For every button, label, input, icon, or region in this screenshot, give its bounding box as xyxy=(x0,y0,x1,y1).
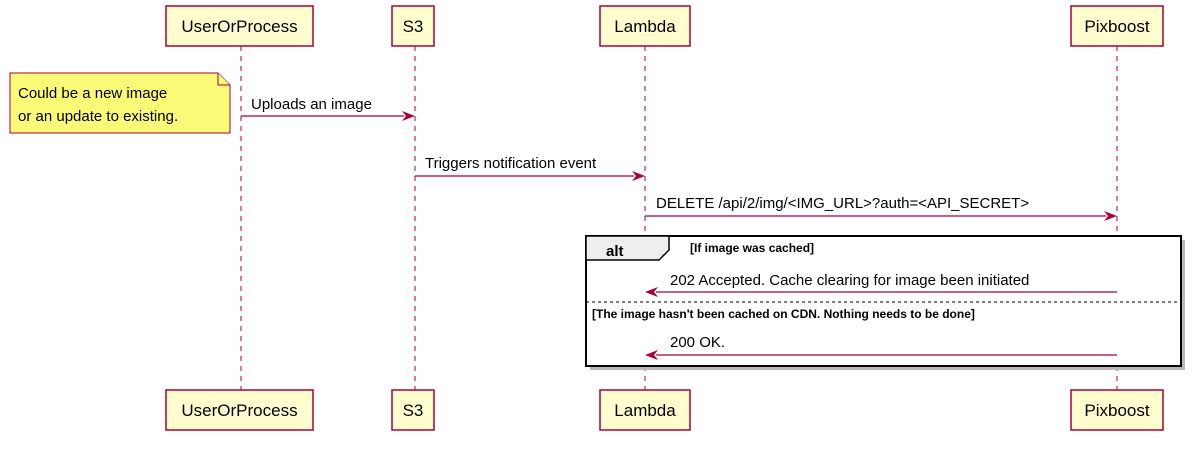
alt-guard-not-cached: [The image hasn't been cached on CDN. No… xyxy=(592,307,975,321)
participant-pixboost-top xyxy=(1070,5,1164,47)
note-line-2: or an update to existing. xyxy=(18,108,178,125)
participant-user-top-label: UserOrProcess xyxy=(181,17,297,36)
participant-user-bottom-label: UserOrProcess xyxy=(181,401,297,420)
participant-s3-bottom-label: S3 xyxy=(403,401,424,420)
message-202-arrowhead xyxy=(645,287,658,297)
alt-keyword: alt xyxy=(606,243,624,260)
participant-lambda-bottom xyxy=(599,389,691,431)
alt-frame-tab xyxy=(585,235,670,261)
alt-frame xyxy=(585,235,1182,367)
message-trigger-arrowhead xyxy=(632,171,645,181)
participant-user-top xyxy=(165,5,314,47)
participant-s3-top-label: S3 xyxy=(403,17,424,36)
participant-s3-top xyxy=(391,5,435,47)
participant-user-bottom xyxy=(165,389,314,431)
message-upload-label: Uploads an image xyxy=(251,96,372,113)
alt-frame-background xyxy=(586,236,1181,366)
note xyxy=(9,72,231,134)
note-fold xyxy=(217,73,230,86)
note-line-1: Could be a new image xyxy=(18,85,167,102)
message-200-arrowhead xyxy=(645,350,658,360)
message-delete-label: DELETE /api/2/img/<IMG_URL>?auth=<API_SE… xyxy=(656,195,1029,212)
participant-s3-bottom xyxy=(391,389,435,431)
participant-pixboost-bottom xyxy=(1070,389,1164,431)
message-upload-arrowhead xyxy=(402,111,415,121)
message-202-label: 202 Accepted. Cache clearing for image b… xyxy=(670,272,1029,289)
participant-pixboost-top-label: Pixboost xyxy=(1084,17,1149,36)
participant-lambda-top-label: Lambda xyxy=(614,17,676,36)
message-delete-arrowhead xyxy=(1104,211,1117,221)
participant-pixboost-bottom-label: Pixboost xyxy=(1084,401,1149,420)
message-200-label: 200 OK. xyxy=(670,334,725,351)
message-trigger-label: Triggers notification event xyxy=(425,155,597,172)
participant-lambda-top xyxy=(599,5,691,47)
alt-guard-cached: [If image was cached] xyxy=(690,241,814,255)
participant-lambda-bottom-label: Lambda xyxy=(614,401,676,420)
